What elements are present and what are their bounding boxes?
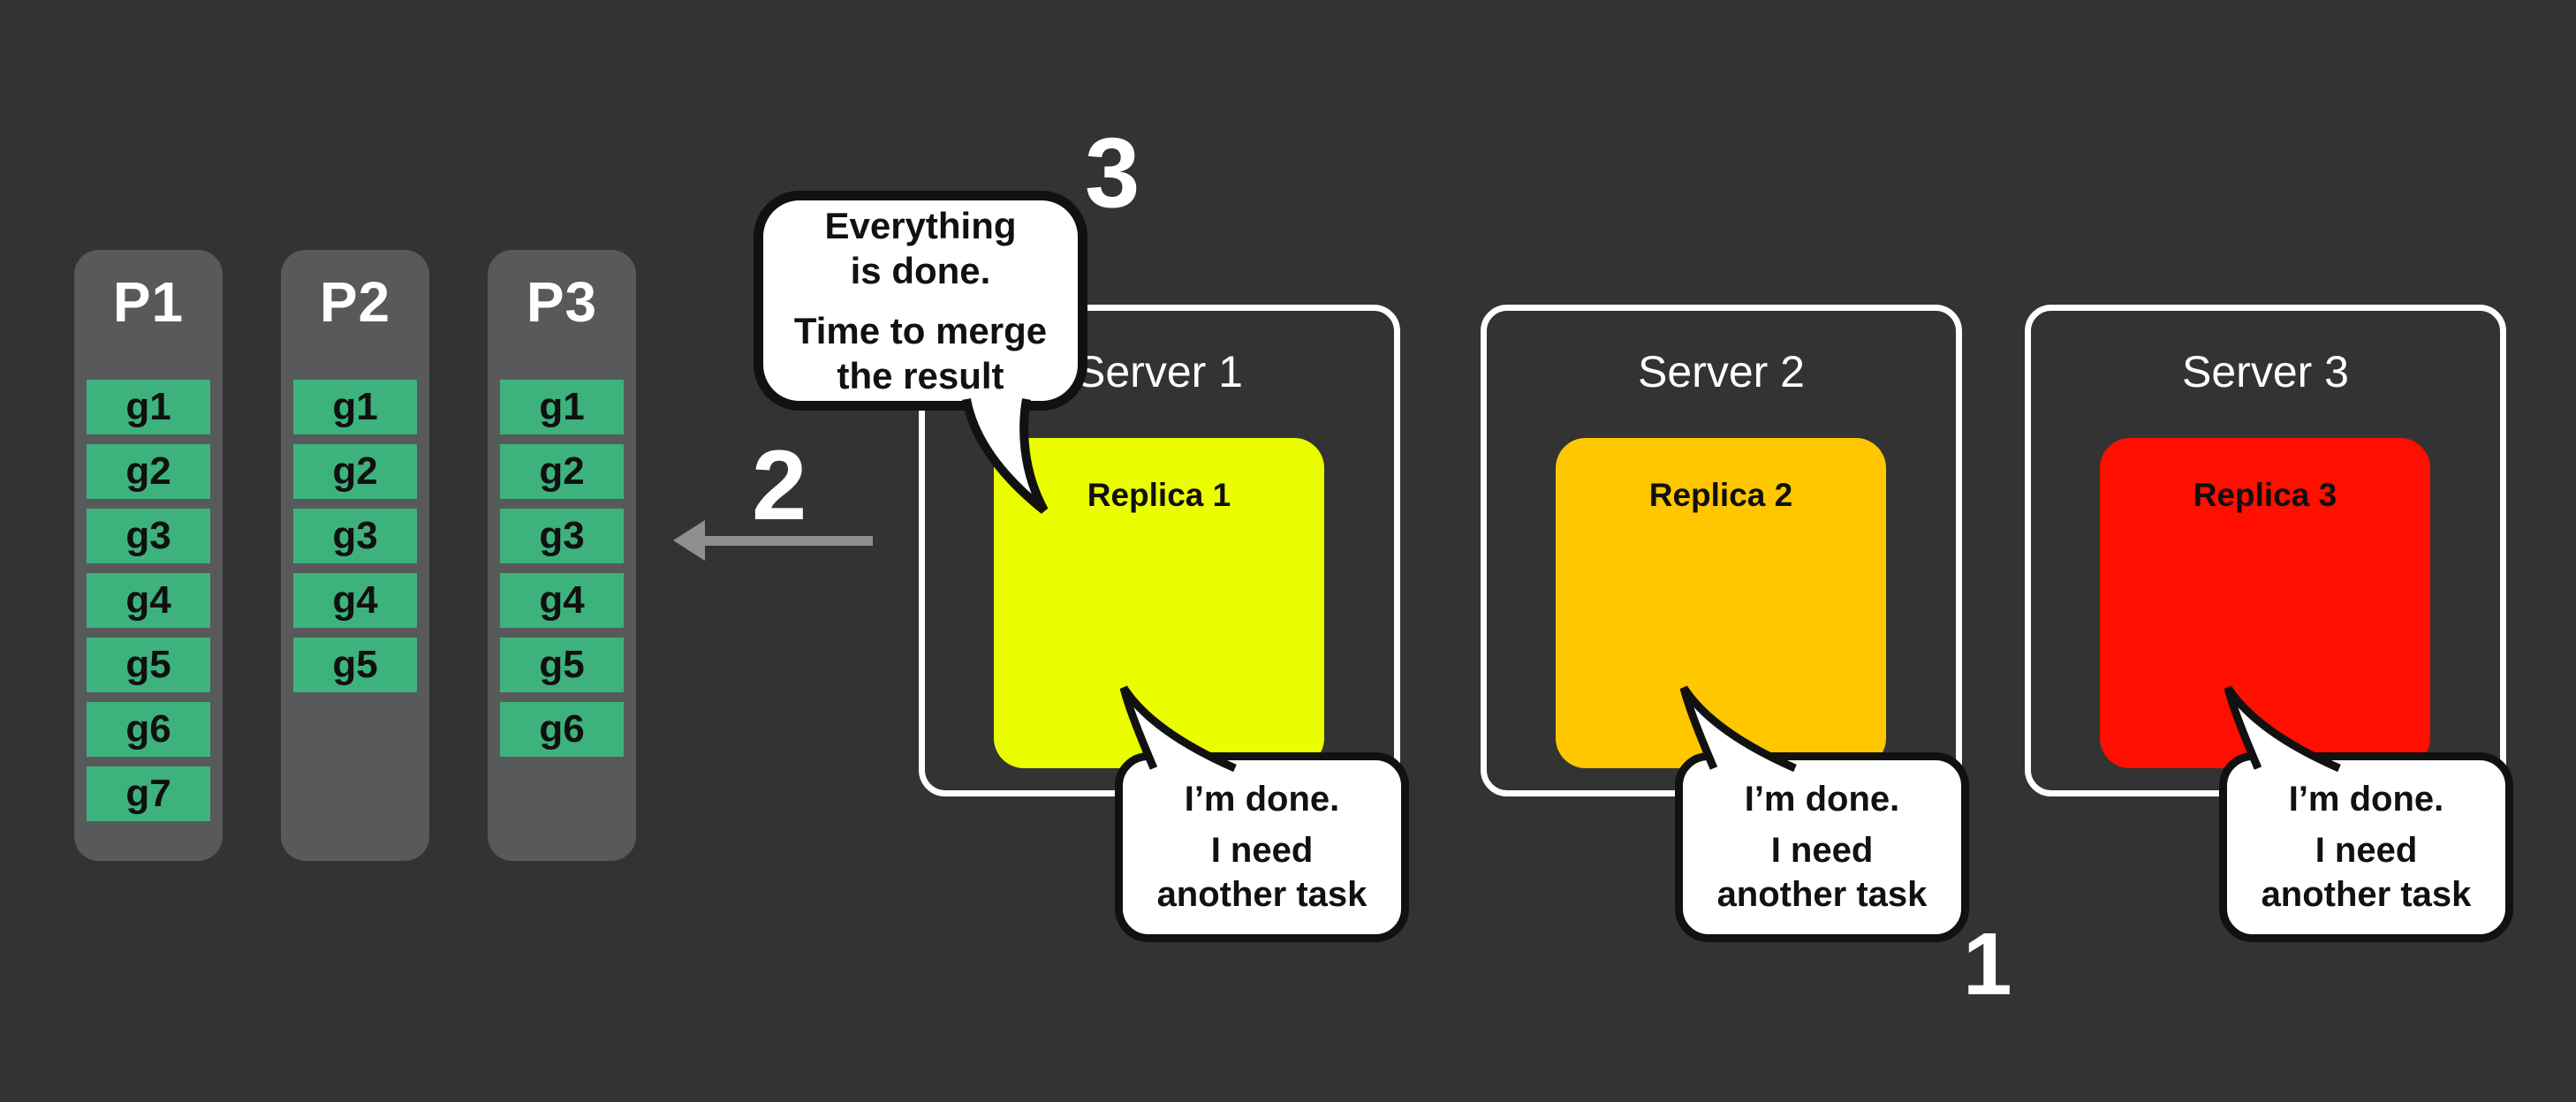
server-box-1: Server 1 Replica 1 (919, 305, 1400, 796)
bubble-line: another task (2261, 875, 2472, 915)
replica-title: Replica 1 (1087, 477, 1231, 513)
speech-bubble-merge: Everything is done. Time to merge the re… (754, 191, 1087, 411)
task-cell: g4 (87, 573, 210, 628)
bubble-line: I’m done. (2288, 780, 2444, 819)
bubble-line: I’m done. (1744, 780, 1900, 819)
replica-box-1: Replica 1 (994, 438, 1324, 768)
replica-title: Replica 2 (1648, 477, 1793, 513)
step-label-3: 3 (1085, 117, 1140, 228)
task-cell: g5 (500, 638, 624, 692)
bubble-line: is done. (850, 250, 991, 292)
task-cell: g7 (87, 766, 210, 821)
speech-bubble-done-3: I’m done. I need another task (2219, 752, 2513, 942)
replica-title: Replica 3 (2193, 477, 2337, 513)
partition-title: P3 (526, 270, 598, 334)
bubble-line: Time to merge (793, 309, 1048, 351)
speech-bubble-tail-icon (2224, 685, 2341, 773)
bubble-line: the result (837, 354, 1004, 396)
task-cell-list: g1 g2 g3 g4 g5 (293, 380, 417, 692)
task-cell: g2 (87, 444, 210, 499)
merge-arrow (673, 519, 873, 562)
bubble-line: another task (1156, 875, 1368, 915)
task-cell: g3 (87, 509, 210, 563)
bubble-line: I need (1770, 830, 1874, 870)
partition-column-p1: P1 g1 g2 g3 g4 g5 g6 g7 (74, 250, 223, 861)
partition-column-p3: P3 g1 g2 g3 g4 g5 g6 (488, 250, 636, 861)
speech-bubble-done-2: I’m done. I need another task (1675, 752, 1969, 942)
arrow-shaft (700, 536, 873, 546)
bubble-line: I’m done. (1184, 780, 1340, 819)
bubble-line: another task (1716, 875, 1928, 915)
speech-bubble-tail-icon (1119, 685, 1237, 773)
server-box-2: Server 2 Replica 2 (1481, 305, 1962, 796)
replica-box-3: Replica 3 (2100, 438, 2430, 768)
bubble-line: I need (2315, 830, 2418, 870)
task-cell: g4 (293, 573, 417, 628)
bubble-line: I need (1210, 830, 1314, 870)
task-cell: g5 (293, 638, 417, 692)
step-label-2: 2 (752, 430, 807, 540)
server-box-3: Server 3 Replica 3 (2025, 305, 2506, 796)
partition-title: P1 (112, 270, 185, 334)
speech-bubble-tail-icon (1679, 685, 1797, 773)
replica-box-2: Replica 2 (1556, 438, 1886, 768)
task-cell-list: g1 g2 g3 g4 g5 g6 (500, 380, 624, 757)
task-cell: g1 (500, 380, 624, 434)
task-cell: g5 (87, 638, 210, 692)
speech-bubble-tail-icon (962, 398, 1049, 514)
step-label-1: 1 (1963, 915, 2012, 1014)
speech-bubble-done-1: I’m done. I need another task (1115, 752, 1409, 942)
task-cell: g2 (500, 444, 624, 499)
task-cell: g3 (293, 509, 417, 563)
task-cell: g1 (87, 380, 210, 434)
server-title: Server 2 (1638, 347, 1805, 396)
task-cell: g3 (500, 509, 624, 563)
task-cell: g1 (293, 380, 417, 434)
bubble-line: Everything (824, 205, 1017, 247)
server-title: Server 3 (2182, 347, 2349, 396)
server-title: Server 1 (1076, 347, 1243, 396)
task-cell: g2 (293, 444, 417, 499)
task-cell: g6 (500, 702, 624, 757)
partition-column-p2: P2 g1 g2 g3 g4 g5 (281, 250, 429, 861)
task-cell-list: g1 g2 g3 g4 g5 g6 g7 (87, 380, 210, 821)
partition-title: P2 (319, 270, 391, 334)
task-cell: g4 (500, 573, 624, 628)
task-cell: g6 (87, 702, 210, 757)
